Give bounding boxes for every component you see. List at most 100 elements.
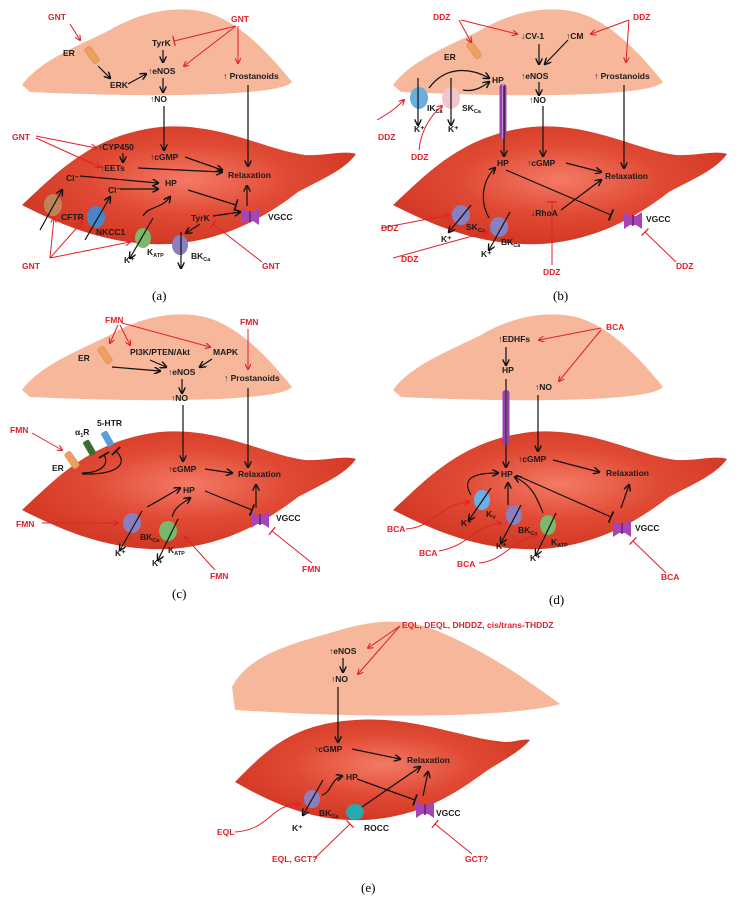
drug-label: FMN	[10, 425, 28, 435]
no-label: ↑NO	[171, 393, 188, 403]
bkca-label: BKCa	[140, 532, 160, 544]
smooth-muscle-cell	[235, 719, 530, 821]
relaxation-label: Relaxation	[605, 171, 648, 181]
drug-label: FMN	[105, 315, 123, 325]
mapk-label: MAPK	[213, 347, 239, 357]
vgcc-label: VGCC	[268, 212, 293, 222]
cv1-label: ↓CV-1	[521, 31, 544, 41]
ikca-channel-icon	[410, 87, 428, 109]
bkca-channel-icon	[123, 513, 141, 533]
enos-label: ↑eNOS	[168, 367, 196, 377]
potassium-label: K⁺	[115, 548, 126, 558]
vgcc-label: VGCC	[276, 513, 301, 523]
pi3k-pten-akt-label: PI3K/PTEN/Akt	[130, 347, 190, 357]
drug-label: GCT?	[465, 854, 488, 864]
edhfs-label: ↑EDHFs	[498, 334, 530, 344]
bkca-channel-icon	[172, 235, 188, 255]
panel-d: BCA ↑EDHFs HP ↑NO ↑cGMP HP Relaxation KV…	[387, 314, 727, 607]
potassium-label: K⁺	[496, 541, 507, 551]
cyp450-label: ↑CYP450	[98, 142, 134, 152]
rhoa-label: ↓RhoA	[531, 208, 558, 218]
panel-caption: (c)	[172, 586, 186, 601]
rocc-label: ROCC	[364, 823, 389, 833]
drug-label: DDZ	[401, 254, 418, 264]
drug-label: DDZ	[543, 267, 560, 277]
drug-label: BCA	[419, 548, 437, 558]
chloride-label: Cl⁻	[66, 173, 80, 183]
alpha1-receptor-icon	[83, 439, 96, 456]
panel-caption: (b)	[553, 288, 568, 303]
alpha1-receptor-label: α1R	[75, 427, 89, 439]
hyperpolarization-label: HP	[497, 158, 509, 168]
drug-label: FMN	[210, 571, 228, 581]
cgmp-label: ↑cGMP	[168, 464, 197, 474]
drug-label: GNT	[48, 12, 67, 22]
no-label: ↑NO	[331, 674, 348, 684]
panel-b: DDZ DDZ ↓CV-1 ↑CM ER ↑eNOS ↑ Prostanoids…	[376, 9, 727, 303]
cftr-label: CFTR	[61, 212, 84, 222]
nkcc1-label: NKCC1	[96, 227, 126, 237]
cftr-channel-icon	[44, 194, 62, 216]
hyperpolarization-label: HP	[346, 772, 358, 782]
drug-label: BCA	[457, 559, 475, 569]
drug-label: DDZ	[433, 12, 450, 22]
drug-label: EQL	[217, 827, 234, 837]
endothelial-cell	[232, 621, 560, 716]
kv-label: KV	[486, 509, 496, 521]
bkca-label: BKCa	[501, 237, 521, 249]
5ht-receptor-icon	[101, 430, 114, 447]
panel-caption: (d)	[549, 592, 564, 607]
nkcc1-channel-icon	[87, 206, 105, 228]
drug-label: GNT	[22, 261, 41, 271]
katp-channel-icon	[159, 521, 177, 541]
eets-label: ↑EETs	[100, 163, 125, 173]
gap-junction-icon	[499, 84, 507, 139]
cgmp-label: ↑cGMP	[150, 152, 179, 162]
cgmp-label: ↑cGMP	[314, 744, 343, 754]
bkca-channel-icon	[490, 217, 508, 237]
hyperpolarization-label: HP	[492, 75, 504, 85]
smooth-muscle-cell	[393, 126, 727, 245]
panel-caption: (a)	[152, 288, 166, 303]
drug-label: GNT	[262, 261, 281, 271]
katp-label: KATP	[551, 537, 568, 549]
chloride-label: Cl⁻	[108, 185, 122, 195]
enos-label: ↑eNOS	[521, 71, 549, 81]
tyrk-label: TyrK	[152, 38, 172, 48]
er-label: ER	[52, 463, 64, 473]
pathway-arrows	[376, 19, 677, 265]
drug-label: BCA	[606, 322, 624, 332]
vgcc-label: VGCC	[436, 808, 461, 818]
bkca-label: BKCa	[319, 808, 339, 820]
rocc-channel-icon	[346, 804, 364, 820]
smooth-muscle-cell	[393, 431, 727, 550]
cgmp-label: ↑cGMP	[518, 454, 547, 464]
potassium-label: K⁺	[441, 234, 452, 244]
no-label: ↑NO	[150, 94, 167, 104]
drug-label: BCA	[387, 524, 405, 534]
hyperpolarization-label: HP	[183, 485, 195, 495]
panel-a: GNT GNT ER ERK TyrK ↑eNOS ↑NO ↑ Prostano…	[12, 9, 356, 303]
smooth-muscle-cell	[22, 126, 356, 245]
vgcc-label: VGCC	[635, 523, 660, 533]
prostanoids-label: ↑ Prostanoids	[223, 71, 279, 81]
vgcc-label: VGCC	[646, 214, 671, 224]
er-label: ER	[63, 48, 75, 58]
drug-label: GNT	[12, 132, 31, 142]
endothelial-cell	[22, 314, 292, 401]
drug-label: FMN	[240, 317, 258, 327]
pathway-arrows	[405, 327, 667, 574]
drug-label: BCA	[661, 572, 679, 582]
drug-label: DDZ	[676, 261, 693, 271]
potassium-label: K⁺	[414, 124, 425, 134]
drug-label: FMN	[302, 564, 320, 574]
er-label: ER	[78, 353, 90, 363]
skca-channel-icon	[452, 205, 470, 225]
tyrk-label: TyrK	[191, 213, 211, 223]
hyperpolarization-label: HP	[165, 178, 177, 188]
enos-label: ↑eNOS	[329, 646, 357, 656]
potassium-label: K⁺	[124, 255, 135, 265]
relaxation-label: Relaxation	[238, 469, 281, 479]
relaxation-label: Relaxation	[228, 170, 271, 180]
